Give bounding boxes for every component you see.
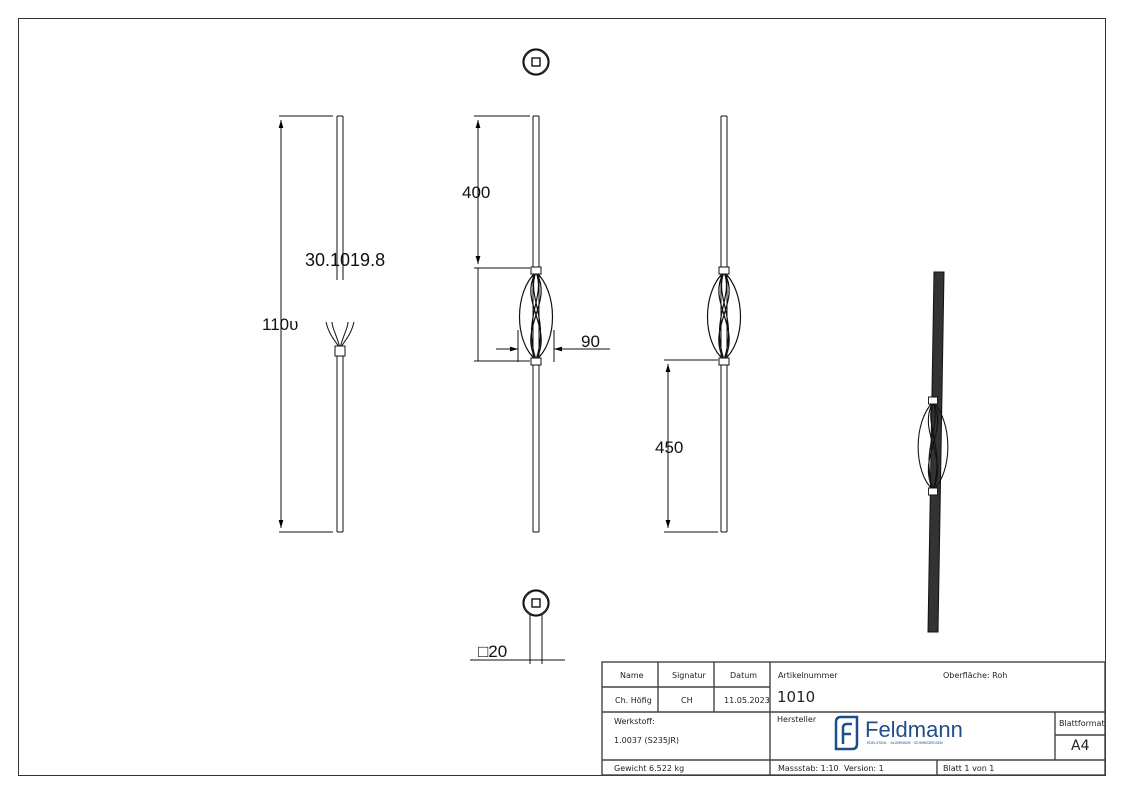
article-label: Artikelnummer: [778, 671, 838, 680]
sheet-format-label: Blattformat: [1059, 719, 1105, 728]
manufacturer-label: Hersteller: [777, 715, 817, 724]
feldmann-logo-mark: [834, 715, 859, 751]
weight: Gewicht 6.522 kg: [614, 764, 685, 773]
view-isometric: [917, 271, 949, 633]
dimension-top-length: 400: [462, 183, 491, 202]
signature: CH: [681, 696, 693, 705]
date: 11.05.2023: [724, 696, 770, 705]
sheet-format: A4: [1071, 738, 1090, 754]
sheet-number: Blatt 1 von 1: [943, 764, 995, 773]
logo-tagline: EDELSTAHL · ALUMINIUM · SCHMIEDEEISEN: [867, 741, 943, 745]
material-label: Werkstoff:: [614, 717, 655, 726]
view-broken: [278, 115, 355, 533]
scale: Massstab: 1:10: [778, 764, 839, 773]
signature-header: Signatur: [672, 671, 706, 680]
version: Version: 1: [844, 764, 884, 773]
dimension-basket-width: 90: [581, 332, 600, 351]
dimension-overall-length: 110υ: [262, 315, 299, 334]
drawing-border: [18, 18, 1106, 776]
material: 1.0037 (S235JR): [614, 736, 680, 745]
view-side: [664, 115, 742, 533]
title-block: [601, 661, 1106, 776]
drafter-name: Ch. Höfig: [615, 696, 652, 705]
name-header: Name: [620, 671, 644, 680]
dimension-bottom-length: 450: [655, 438, 684, 457]
part-number-label: 30.1019.8: [305, 250, 386, 270]
surface: Oberfläche: Roh: [943, 671, 1008, 680]
bottom-view: [522, 589, 550, 617]
square-dimension: [470, 615, 565, 664]
top-view: [522, 48, 550, 76]
article-number: 1010: [777, 688, 816, 706]
view-front: [474, 115, 610, 533]
dimension-square-section: □20: [478, 642, 508, 661]
logo-text: Feldmann: [865, 717, 963, 742]
date-header: Datum: [730, 671, 758, 680]
